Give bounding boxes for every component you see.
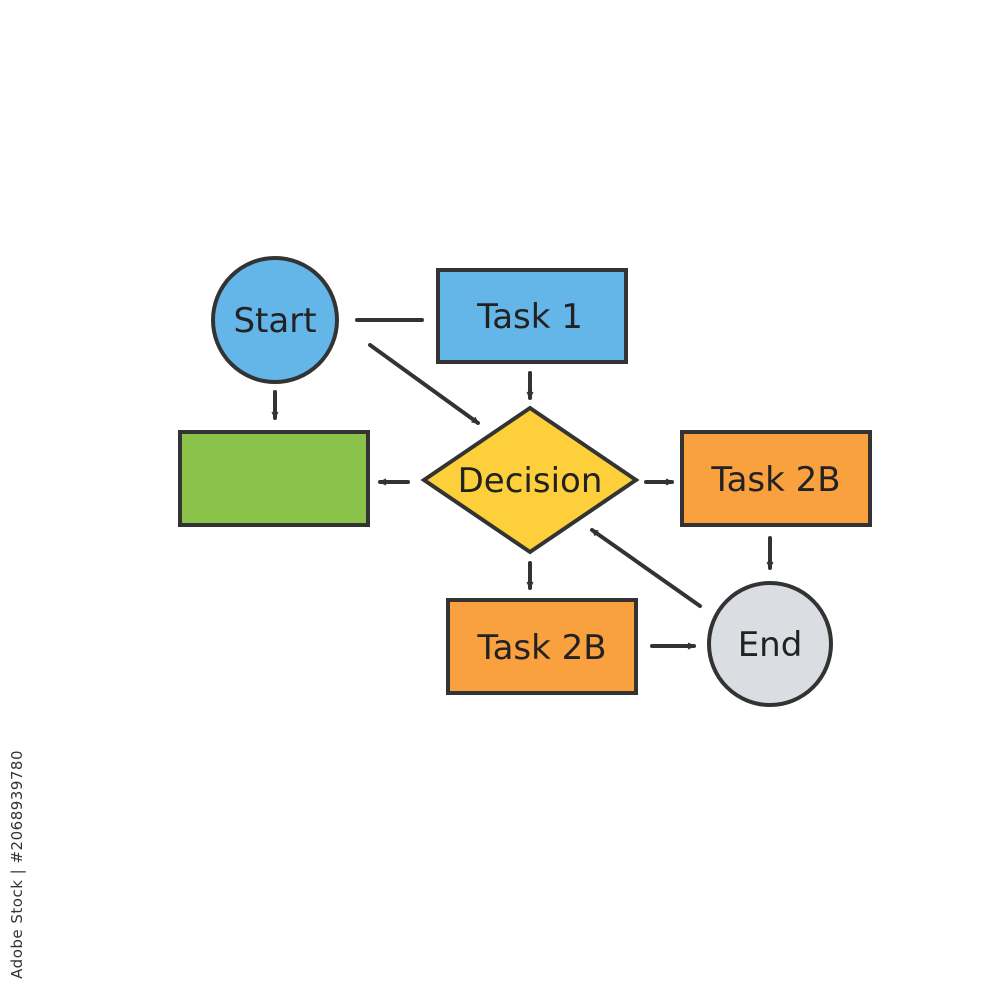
node-task2b-right: Task 2B: [680, 430, 872, 527]
task1-box: [436, 268, 628, 364]
task2b-right-label: Task 2B: [710, 460, 840, 500]
start-circle: [211, 256, 339, 384]
edge-start-decision: [368, 343, 480, 425]
start-label: Start: [233, 301, 316, 341]
decision-label: Decision: [458, 461, 603, 501]
node-start: Start: [211, 256, 339, 384]
decision-diamond: [420, 405, 640, 555]
edges: [271, 318, 774, 650]
node-end: End: [707, 581, 833, 707]
task2b-bottom-label: Task 2B: [476, 628, 606, 668]
node-green-box: [178, 430, 370, 527]
end-circle: [707, 581, 833, 707]
end-label: End: [738, 625, 803, 665]
stock-id-watermark: Adobe Stock | #2068939780: [8, 750, 26, 979]
edge-end-decision: [590, 528, 702, 608]
node-task1: Task 1: [436, 268, 628, 364]
green-box: [178, 430, 370, 527]
task2b-bottom-box: [446, 598, 638, 695]
node-decision: Decision: [420, 405, 640, 555]
task1-label: Task 1: [476, 297, 583, 337]
node-task2b-bottom: Task 2B: [446, 598, 638, 695]
task2b-right-box: [680, 430, 872, 527]
